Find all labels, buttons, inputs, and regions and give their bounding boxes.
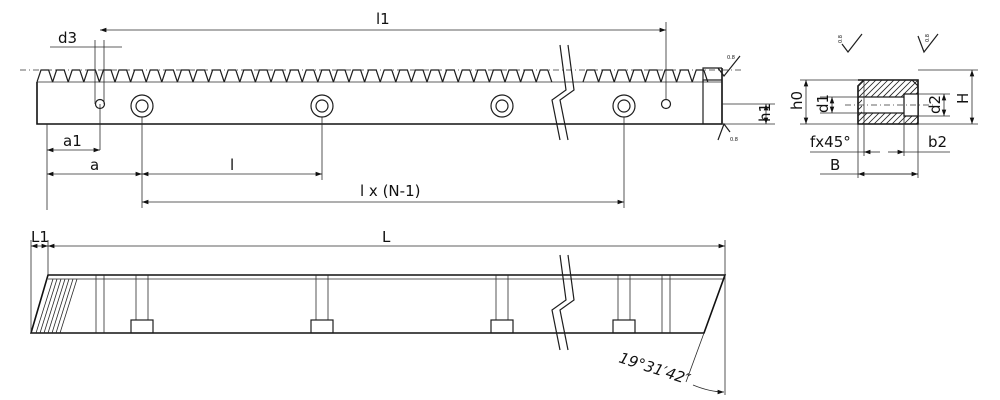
tooth-line — [43, 278, 62, 334]
b2-label: b2 — [928, 133, 947, 151]
hatch-line — [858, 80, 871, 93]
L1-label: L1 — [31, 228, 49, 246]
svg-text:0.8: 0.8 — [838, 35, 844, 43]
a1-label: a1 — [63, 132, 82, 150]
L-label: L — [382, 228, 391, 246]
plan-view: L1 L 19°31′42″ — [29, 228, 727, 395]
angle-label: 19°31′42″ — [617, 349, 693, 389]
tooth-line — [55, 278, 74, 334]
l1-label: l1 — [376, 10, 390, 28]
pin-hole — [660, 98, 672, 110]
surface-finish-mark: 0.8 — [717, 122, 738, 143]
h1-label: h1 — [756, 103, 774, 122]
h0-label: h0 — [788, 91, 806, 110]
surface-finish-mark: 0.8 — [838, 33, 863, 53]
angle-arc — [692, 384, 725, 395]
B-label: B — [830, 156, 840, 174]
tooth-line — [59, 278, 78, 334]
surface-finish-mark: 0.8 — [917, 33, 939, 54]
end-slot — [702, 79, 723, 125]
a-label: a — [90, 156, 99, 174]
hidden-hole — [130, 275, 154, 334]
break-line — [551, 254, 567, 351]
tooth-line — [51, 278, 70, 334]
hidden-hole — [490, 275, 514, 334]
break-line — [559, 44, 575, 141]
hidden-hole — [310, 275, 334, 334]
svg-text:0.8: 0.8 — [727, 55, 735, 61]
l-label: l — [230, 156, 234, 174]
d3-label: d3 — [58, 29, 77, 47]
svg-text:0.8: 0.8 — [925, 34, 931, 42]
plan-outline — [29, 274, 727, 334]
rack-end-face — [702, 67, 722, 82]
hatch-line — [903, 109, 918, 124]
hatch-line — [897, 103, 918, 124]
tooth-line — [47, 278, 66, 334]
break-line — [551, 44, 567, 141]
d2-label: d2 — [926, 95, 944, 114]
rack-tooth — [36, 69, 709, 83]
hatch-line — [909, 115, 918, 124]
tooth-line — [39, 278, 58, 334]
svg-text:0.8: 0.8 — [730, 137, 738, 143]
counterbored-hole — [612, 94, 636, 118]
hatch-line — [858, 80, 883, 105]
lxN-label: l x (N-1) — [360, 182, 420, 200]
side-section-view: h0 d1 d2 H fx45° b2 B 0.8 0.8 — [788, 33, 978, 178]
pin-hole-hidden — [95, 275, 105, 333]
counterbored-hole — [130, 94, 154, 118]
rack-teeth — [36, 67, 722, 83]
counterbored-hole — [490, 94, 514, 118]
H-label: H — [954, 93, 972, 104]
break-line — [559, 254, 575, 351]
hatch-line — [858, 80, 877, 99]
helical-tooth-lines — [35, 278, 78, 334]
tooth-line — [35, 278, 54, 334]
surface-finish-mark: 0.8 — [717, 55, 741, 77]
front-view: l1 d3 a1 a l l x (N-1) h1 0.8 0.8 — [20, 10, 775, 210]
pin-hole-hidden — [661, 275, 671, 333]
fx45-label: fx45° — [810, 133, 851, 151]
d1-label: d1 — [814, 94, 832, 113]
counterbored-hole — [310, 94, 334, 118]
hidden-hole — [612, 275, 636, 334]
